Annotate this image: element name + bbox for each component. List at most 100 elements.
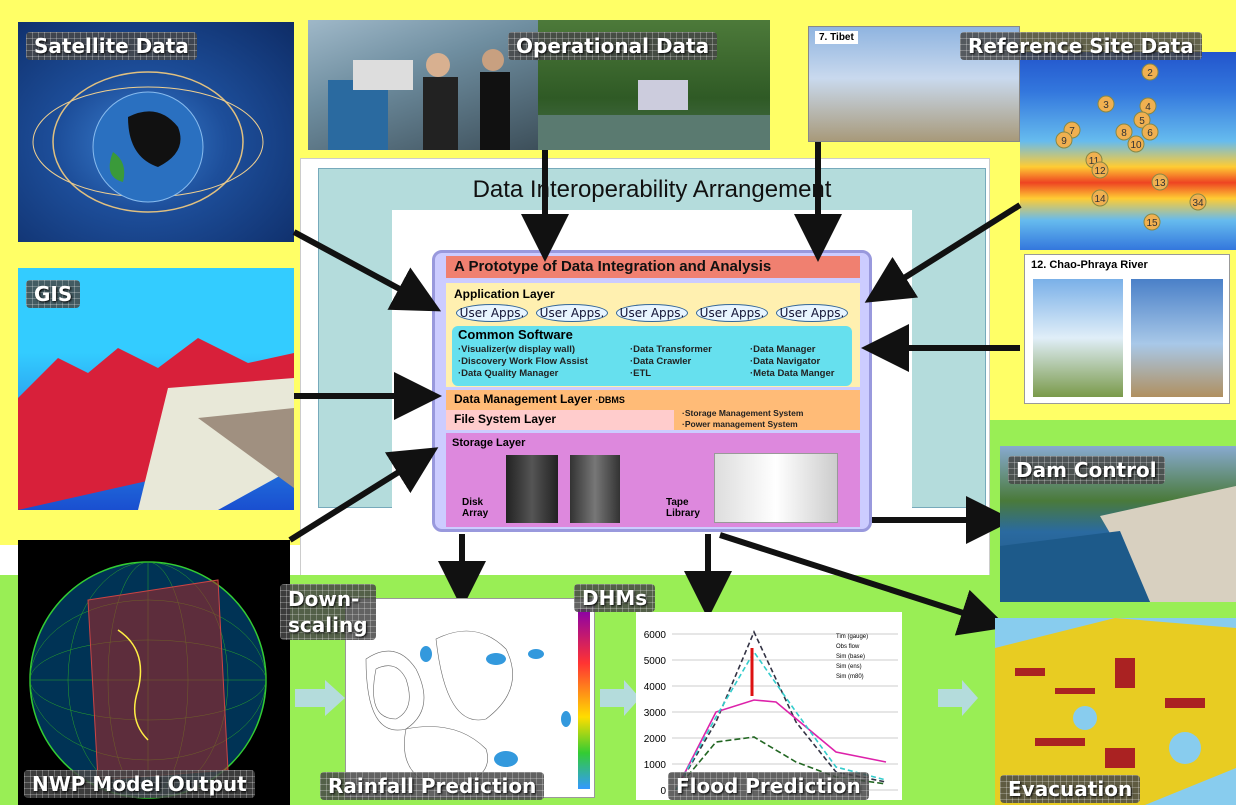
file-system-layer: File System Layer (446, 410, 674, 430)
software-item: ·Data Crawler (630, 356, 692, 367)
svg-text:9: 9 (1061, 136, 1067, 147)
arrow-evacuation (719, 532, 1008, 636)
disk-array-label: Disk Array (462, 497, 489, 519)
fs-layer-title: File System Layer (454, 412, 557, 426)
svg-text:3: 3 (1103, 100, 1109, 111)
user-app-oval: User Apps. (616, 304, 688, 322)
svg-text:12: 12 (1094, 166, 1106, 177)
river-photo-graphic (538, 80, 770, 150)
software-item: ·Meta Data Manger (750, 368, 835, 379)
flood-series-line (675, 650, 887, 791)
evacuation-label: Evacuation (1000, 775, 1140, 803)
svg-text:10: 10 (1130, 140, 1142, 151)
svg-text:14: 14 (1094, 194, 1106, 205)
map-marker: 34 (1189, 193, 1207, 211)
satellite-data-label: Satellite Data (26, 32, 197, 60)
map-marker: 9 (1055, 131, 1073, 149)
legend-entry: Sim (base) (836, 654, 865, 660)
arrow-nwp (288, 447, 439, 543)
rainfall-map (345, 598, 595, 798)
legend-entry: Sim (m80) (836, 674, 864, 680)
dhms-label: DHMs (574, 584, 655, 612)
user-app-oval: User Apps. (776, 304, 848, 322)
svg-text:15: 15 (1146, 218, 1158, 229)
satellite-orbit-graphic (32, 71, 264, 213)
arrow-satellite (292, 229, 442, 312)
nwp-image (18, 540, 290, 805)
flood-series-line (675, 699, 887, 791)
software-item: ·ETL (630, 368, 652, 379)
software-item: ·Data Manager (750, 344, 816, 355)
dm-layer-label: Data Management Layer (454, 392, 593, 406)
chao-phraya-photo: 12. Chao-Phraya River (1024, 254, 1230, 404)
tibet-caption: 7. Tibet (815, 31, 858, 44)
map-marker: 10 (1127, 135, 1145, 153)
software-item: ·Discovery Work Flow Assist (458, 356, 588, 367)
people-photo-graphic (328, 49, 510, 150)
svg-text:8: 8 (1121, 128, 1127, 139)
dam-photo (1000, 446, 1236, 602)
y-tick-label: 6000 (644, 630, 667, 641)
y-tick-label: 1000 (644, 760, 667, 771)
mgmt-1: ·Storage Management System (682, 408, 804, 418)
flood-prediction-label: Flood Prediction (668, 772, 869, 800)
svg-text:11: 11 (1089, 156, 1100, 167)
dbms-label: ·DBMS (595, 395, 625, 405)
software-item: ·Data Navigator (750, 356, 821, 367)
user-app-oval: User Apps. (696, 304, 768, 322)
map-marker: 5 (1133, 111, 1151, 129)
downscaling-label: Down- scaling (280, 584, 376, 640)
mgmt-2: ·Power management System (682, 419, 798, 429)
map-marker: 6 (1141, 123, 1159, 141)
map-marker: 8 (1115, 123, 1133, 141)
gis-label: GIS (26, 280, 80, 308)
svg-text:5: 5 (1139, 116, 1145, 127)
storage-layer-title: Storage Layer (452, 437, 526, 449)
dm-layer-title: Data Management Layer ·DBMS (454, 392, 625, 406)
svg-text:7: 7 (1069, 126, 1075, 137)
satellite-image (18, 22, 294, 242)
y-tick-label: 4000 (644, 682, 667, 693)
arrow-reference (864, 202, 1022, 303)
svg-text:34: 34 (1192, 198, 1204, 209)
flood-series-line (675, 630, 887, 791)
legend-entry: Tim (gauge) (836, 634, 868, 640)
svg-text:4: 4 (1145, 102, 1151, 113)
operational-photo-1 (308, 20, 538, 150)
user-app-oval: User Apps. (536, 304, 608, 322)
y-tick-label: 3000 (644, 708, 667, 719)
map-marker: 15 (1143, 213, 1161, 231)
rainfall-contours (365, 609, 590, 790)
map-marker: 12 (1091, 161, 1109, 179)
map-marker: 3 (1097, 95, 1115, 113)
rainfall-prediction-label: Rainfall Prediction (320, 772, 544, 800)
legend-entry: Obs flow (836, 644, 860, 650)
svg-text:2: 2 (1147, 68, 1153, 79)
dam-control-label: Dam Control (1008, 456, 1165, 484)
operational-data-label: Operational Data (508, 32, 717, 60)
common-software-box: Common Software (452, 326, 852, 386)
evacuation-graphic (995, 618, 1236, 805)
software-item: ·Visualizer(w display wall) (458, 344, 576, 355)
flood-chart-svg: 6000 5000 4000 3000 2000 1000 0 Tim (gauge) Obs … (644, 630, 898, 797)
map-marker: 2 (1141, 63, 1159, 81)
y-tick-label: 5000 (644, 656, 667, 667)
y-tick-label: 2000 (644, 734, 667, 745)
legend-entry: Sim (ens) (836, 664, 862, 670)
disk-array-photo (506, 455, 558, 523)
map-marker: 13 (1151, 173, 1169, 191)
globe-grid-graphic (29, 561, 267, 799)
map-marker: 14 (1091, 189, 1109, 207)
svg-text:6: 6 (1147, 128, 1153, 139)
terrain-graphic (18, 338, 294, 510)
common-software-title: Common Software (458, 327, 573, 342)
evacuation-map (995, 618, 1236, 805)
gis-image (18, 268, 294, 510)
y-tick-label: 0 (660, 786, 666, 797)
software-item: ·Data Quality Manager (458, 368, 559, 379)
disk-array-photo-2 (570, 455, 620, 523)
svg-text:13: 13 (1154, 178, 1166, 189)
